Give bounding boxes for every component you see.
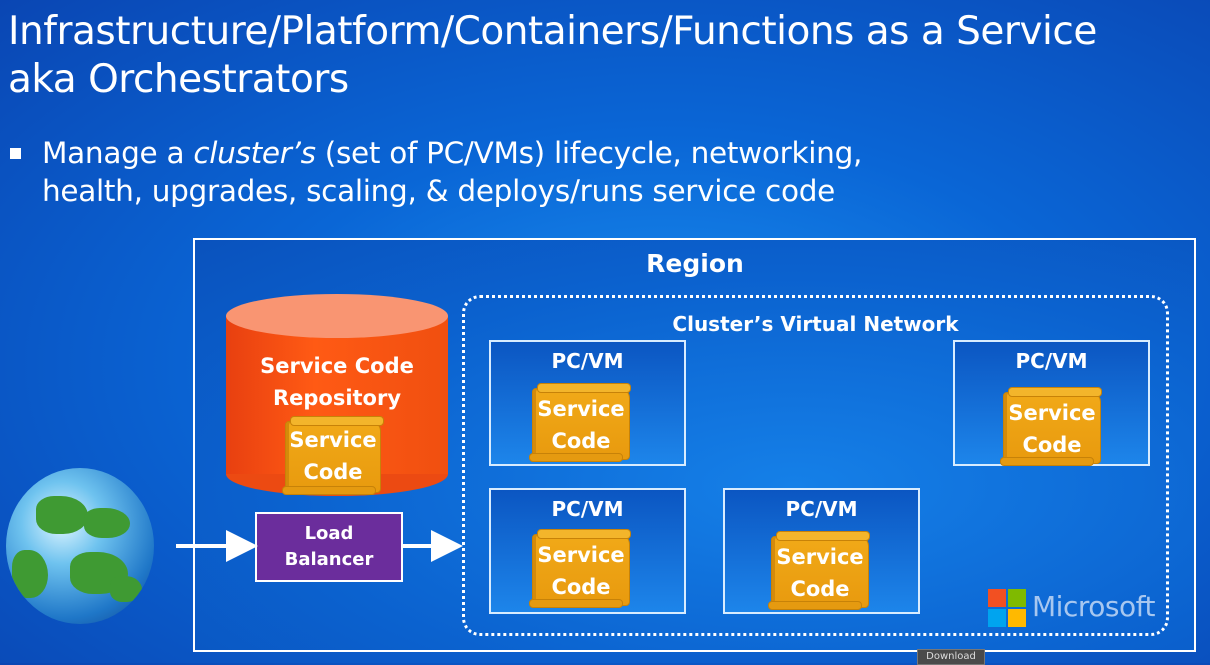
service-code-scroll-repository: Service Code	[282, 416, 384, 495]
service-code-scroll: Service Code	[1000, 387, 1102, 466]
pc-vm-box: PC/VM Service Code	[489, 488, 686, 614]
bullet-text-part2: (set of PC/VMs) lifecycle, networking,	[315, 136, 863, 170]
bullet-line1: Manage a cluster’s (set of PC/VMs) lifec…	[10, 134, 1160, 172]
service-code-scroll: Service Code	[768, 531, 870, 610]
bullet-point: Manage a cluster’s (set of PC/VMs) lifec…	[10, 134, 1160, 210]
bullet-text-italic: cluster’s	[193, 136, 316, 170]
bullet-square-icon	[10, 148, 21, 159]
pc-vm-box: PC/VM Service Code	[489, 340, 686, 466]
bullet-line2: health, upgrades, scaling, & deploys/run…	[42, 174, 835, 208]
service-code-line2: Code	[790, 577, 850, 601]
service-code-line1: Service	[1008, 401, 1096, 425]
service-code-line2: Code	[551, 575, 611, 599]
repository-label: Service Code Repository	[226, 350, 448, 414]
repository-label-line2: Repository	[272, 386, 402, 410]
microsoft-logo-text: Microsoft	[1032, 590, 1155, 623]
service-code-line1: Service	[776, 545, 864, 569]
service-code-line2: Code	[551, 429, 611, 453]
service-code-line1: Service	[537, 543, 625, 567]
bullet-text-part1: Manage a	[42, 136, 194, 170]
virtual-network-box	[462, 295, 1169, 636]
service-code-line1: Service	[537, 397, 625, 421]
service-code-line1: Service	[289, 428, 377, 452]
slide-title-line1: Infrastructure/Platform/Containers/Funct…	[8, 9, 1097, 54]
load-balancer-box: Load Balancer	[255, 512, 403, 582]
service-code-scroll: Service Code	[529, 529, 631, 608]
pc-vm-box: PC/VM Service Code	[953, 340, 1150, 466]
slide-title-line2: aka Orchestrators	[8, 57, 349, 102]
load-balancer-line1: Load	[304, 523, 354, 544]
service-code-scroll: Service Code	[529, 383, 631, 462]
service-code-line2: Code	[1022, 433, 1082, 457]
pc-vm-label: PC/VM	[785, 497, 858, 521]
region-label: Region	[646, 249, 744, 278]
pc-vm-label: PC/VM	[1015, 349, 1088, 373]
microsoft-logo-icon	[988, 589, 1026, 627]
pc-vm-label: PC/VM	[551, 497, 624, 521]
service-code-line2: Code	[303, 460, 363, 484]
pc-vm-box: PC/VM Service Code	[723, 488, 920, 614]
pc-vm-label: PC/VM	[551, 349, 624, 373]
slide-title: Infrastructure/Platform/Containers/Funct…	[8, 8, 1203, 104]
virtual-network-label: Cluster’s Virtual Network	[672, 312, 959, 336]
load-balancer-line2: Balancer	[284, 549, 374, 570]
globe-icon	[6, 468, 154, 624]
repository-label-line1: Service Code	[260, 354, 414, 378]
